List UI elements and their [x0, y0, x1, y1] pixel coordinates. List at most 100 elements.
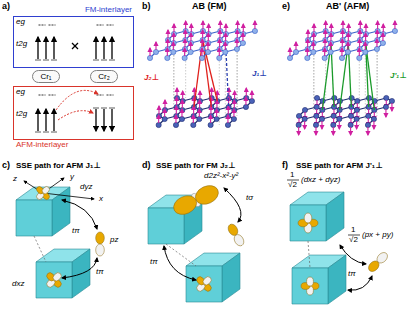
spin-arrow — [182, 91, 183, 99]
cr-atom — [240, 40, 245, 45]
spin-arrow — [394, 21, 395, 29]
spin-arrow — [360, 21, 361, 29]
hopping-arrow — [58, 111, 93, 120]
figure-label: tπ — [150, 258, 158, 266]
cr-atom — [182, 55, 187, 60]
cr-atom — [311, 49, 316, 54]
spin-arrow — [201, 48, 202, 56]
orbital-lobe — [41, 185, 51, 195]
spin-arrow — [173, 42, 174, 50]
cube-front-face — [36, 262, 72, 298]
eg-level — [49, 95, 56, 96]
atom-box: Cr₁ — [32, 70, 60, 83]
spin-arrow — [385, 109, 386, 117]
orbital-lobe — [171, 192, 200, 218]
guide-line — [225, 52, 226, 119]
spin-arrow — [365, 42, 366, 50]
figure-label: y — [70, 173, 74, 181]
cr-atom — [322, 55, 327, 60]
spin-arrow — [237, 30, 238, 38]
guide-line — [365, 52, 366, 119]
t2g-level — [101, 108, 107, 109]
cr-atom — [252, 28, 257, 33]
spin-arrow — [377, 21, 378, 29]
spin-arrow — [176, 88, 177, 96]
spin-arrow — [298, 127, 299, 135]
blocked-hop-cross — [72, 43, 78, 49]
t2g-level — [51, 60, 57, 61]
spin-arrow — [383, 24, 384, 32]
spin-arrow — [245, 97, 246, 105]
spin-arrow — [164, 100, 165, 108]
spin-arrow — [367, 127, 368, 135]
figure-label: J₁⊥ — [252, 70, 267, 78]
cr-atom — [156, 122, 161, 127]
spin-arrow — [233, 109, 234, 117]
spin-up-arrow — [53, 37, 54, 59]
panel-c-art — [16, 178, 104, 298]
spin-up-arrow — [111, 37, 112, 59]
axis-x — [43, 193, 94, 199]
eg-level — [107, 95, 114, 96]
figure-label: tσ — [246, 194, 253, 202]
figure-label: e) — [282, 2, 290, 11]
figure-label: SSE path for AFM J₁⊥ — [16, 162, 101, 170]
cr-atom — [165, 55, 170, 60]
spin-up-arrow — [45, 37, 46, 59]
eg-level — [97, 95, 104, 96]
spin-arrow — [184, 39, 185, 47]
bond-guide — [166, 244, 196, 266]
spin-arrow — [350, 127, 351, 135]
spin-arrow — [173, 24, 174, 32]
orbital-lobe — [366, 259, 381, 274]
cube-front-face — [186, 266, 222, 302]
spin-arrow — [185, 30, 186, 38]
spin-arrow — [199, 91, 200, 99]
cube-front-face — [292, 268, 328, 304]
figure-label: J'₁⊥ — [390, 72, 406, 80]
spin-arrow — [325, 21, 326, 29]
spin-arrow — [167, 48, 168, 56]
figure-label: eg — [16, 18, 25, 26]
figure-label: eg — [16, 88, 25, 96]
spin-arrow — [289, 48, 290, 56]
cr-atom — [234, 46, 239, 51]
cr-atom — [354, 107, 359, 112]
spin-arrow — [193, 106, 194, 114]
spin-arrow — [167, 39, 168, 47]
panel-a-art — [35, 25, 115, 132]
spin-up-arrow — [37, 109, 38, 131]
eg-level — [39, 25, 46, 26]
spin-arrow — [254, 21, 255, 29]
hopping-arrow — [348, 276, 372, 290]
figure-label: AB (FM) — [192, 2, 227, 11]
cr-atom — [147, 55, 152, 60]
spin-arrow — [324, 39, 325, 47]
figure-label: tπ — [348, 270, 356, 278]
spin-arrow — [242, 33, 243, 41]
spin-arrow — [194, 88, 195, 96]
eg-level — [107, 25, 114, 26]
cr-atom — [328, 49, 333, 54]
cr-atom — [305, 55, 310, 60]
t2g-level — [101, 60, 107, 61]
box-heading: FM-interlayer — [85, 6, 132, 14]
cr-atom — [313, 122, 318, 127]
spin-arrow — [391, 103, 392, 111]
spin-down-arrow — [103, 109, 104, 131]
cube-side-face — [328, 255, 346, 304]
figure-label: tπ — [72, 227, 80, 235]
guide-line — [236, 49, 237, 116]
cr-atom — [363, 49, 368, 54]
bond-guide — [308, 241, 310, 268]
cr-atom — [162, 116, 167, 121]
cr-atom — [371, 116, 376, 121]
spin-arrow — [330, 33, 331, 41]
cr-atom — [302, 107, 307, 112]
spin-down-arrow — [95, 109, 96, 131]
spin-arrow — [307, 48, 308, 56]
guide-line — [219, 58, 220, 125]
orbital-lobe — [202, 275, 213, 286]
cr-atom — [205, 49, 210, 54]
